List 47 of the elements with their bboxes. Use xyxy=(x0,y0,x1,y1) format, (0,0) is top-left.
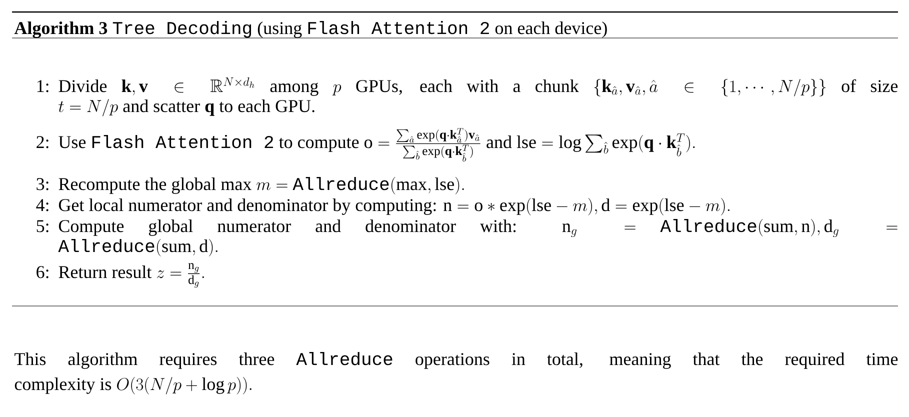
label: on each device) xyxy=(495,21,607,38)
label: $t=N/p$ xyxy=(58,99,118,116)
label: among xyxy=(270,82,318,96)
algorithm-step: Compute global numerator and denominator with: $\mathrm{n}_g=$ Allreduce$(\mathrm{sum},\mathrm{n}),\mathrm{d}_g=$ xyxy=(58,218,898,238)
label: Algorithm 3 xyxy=(14,21,108,38)
label: $(\mathrm{max},\mathrm{lse}).$ xyxy=(391,177,464,194)
algorithm-step: Divide $\mathbf{k},\mathbf{v}\in\mathbb{R}^{N\times d_h}$ among $p$ GPUs, each with a chunk $\{\mathbf{k}_{\hat{a}},\mathbf{v}_{\hat{a}},\hat{a}\in\{1,\cdots,N/p\}\}$ of size xyxy=(58,77,898,96)
label: $(\mathrm{sum},\mathrm{n}),\mathrm{d}_g=$ xyxy=(759,219,898,238)
label: and xyxy=(486,135,512,148)
label: Compute global numerator and denominator with: xyxy=(58,219,516,236)
line-number: 5: xyxy=(36,220,48,232)
body-text: complexity is $O(3(N/p+\log p)).$ xyxy=(14,377,252,394)
label: Divide xyxy=(58,79,107,92)
label: to compute xyxy=(279,138,359,152)
algorithm-step: Recompute the global max $m=$ Allreduce$(\mathrm{max},\mathrm{lse}).$ xyxy=(58,176,464,194)
body-text: This algorithm requires three Allreduce operations in total, meaning that the required time xyxy=(14,352,898,369)
line-number: 2: xyxy=(36,136,48,148)
label: and scatter xyxy=(123,99,200,112)
label: $\mathbf{k},\mathbf{v}\in\mathbb{R}^{N\times d_h}$ xyxy=(122,77,254,96)
algorithm-step: $t=N/p$ and scatter $\mathbf{q}$ to each GPU. xyxy=(58,99,314,116)
label: GPUs, each with a chunk xyxy=(356,79,579,95)
line-number: 6: xyxy=(36,266,48,278)
line-number: 4: xyxy=(36,199,48,212)
label: Allreduce xyxy=(292,176,389,190)
line-number: 3: xyxy=(36,178,48,190)
label: to each GPU. xyxy=(219,99,314,112)
line-number: 1: xyxy=(37,80,48,92)
label: $p$ xyxy=(332,84,342,96)
label: Flash Attention 2 xyxy=(92,134,274,148)
label: of size xyxy=(842,79,898,92)
label: $\mathrm{o}=\frac{\sum_{\hat{a}}\exp(\mathbf{q}\cdot\mathbf{k}_{\hat{a}}^{T})\mathbf{v}_{\hat{a}}}{\sum_{\hat{b}}\exp(\mathbf{q}\cdot\mathbf{k}_{\hat{b}}^{T})}$ xyxy=(364,128,480,162)
algorithm-step: Use Flash Attention 2 to compute $\mathrm{o}=\frac{\sum_{\hat{a}}\exp(\mathbf{q}\cdot\mathbf{k}_{\hat{a}}^{T})\mathbf{v}_{\hat{a}}}{\sum_{\hat{b}}\exp(\mathbf{q}\cdot\mathbf{k}_{\hat{b}}^{T})}$ and $\mathrm{lse}=\log\sum_{\hat{b}}\exp(\mathbf{q}\cdot\mathbf{k}_{\hat{b}}^{T}).$ xyxy=(58,128,695,162)
algorithm-step: Allreduce$(\mathrm{sum},\mathrm{d}).$ xyxy=(58,238,218,256)
label: $\mathbf{q}$ xyxy=(205,103,214,116)
label: Flash Attention 2 xyxy=(308,20,489,34)
label: (using xyxy=(258,21,302,38)
label: $m=$ xyxy=(256,182,288,190)
algorithm-step: Return result $z=\frac{\mathrm{n}_g}{\mathrm{d}_g}.$ xyxy=(58,263,204,288)
label: $\mathrm{lse}=\log\sum_{\hat{b}}\exp(\mathbf{q}\cdot\mathbf{k}_{\hat{b}}^{T}).$ xyxy=(516,134,695,156)
algorithm-step: Get local numerator and denominator by computing: $\mathrm{n}=\mathrm{o}*\exp(\mathrm{lse}-m),\mathrm{d}=\exp(\mathrm{lse}-m).$ xyxy=(58,198,730,216)
label: $\mathrm{n}_g=$ xyxy=(562,224,636,238)
algorithm-title: Algorithm 3 Tree Decoding (using Flash Attention 2 on each device) xyxy=(14,20,607,38)
label: Recompute the global max xyxy=(58,177,252,194)
label: Use xyxy=(58,136,86,148)
label: $\{\mathbf{k}_{\hat{a}},\mathbf{v}_{\hat{a}},\hat{a}\in\{1,\cdots,N/p\}\}$ xyxy=(594,79,826,96)
label: Tree Decoding xyxy=(112,20,252,38)
label: Allreduce xyxy=(660,218,756,232)
